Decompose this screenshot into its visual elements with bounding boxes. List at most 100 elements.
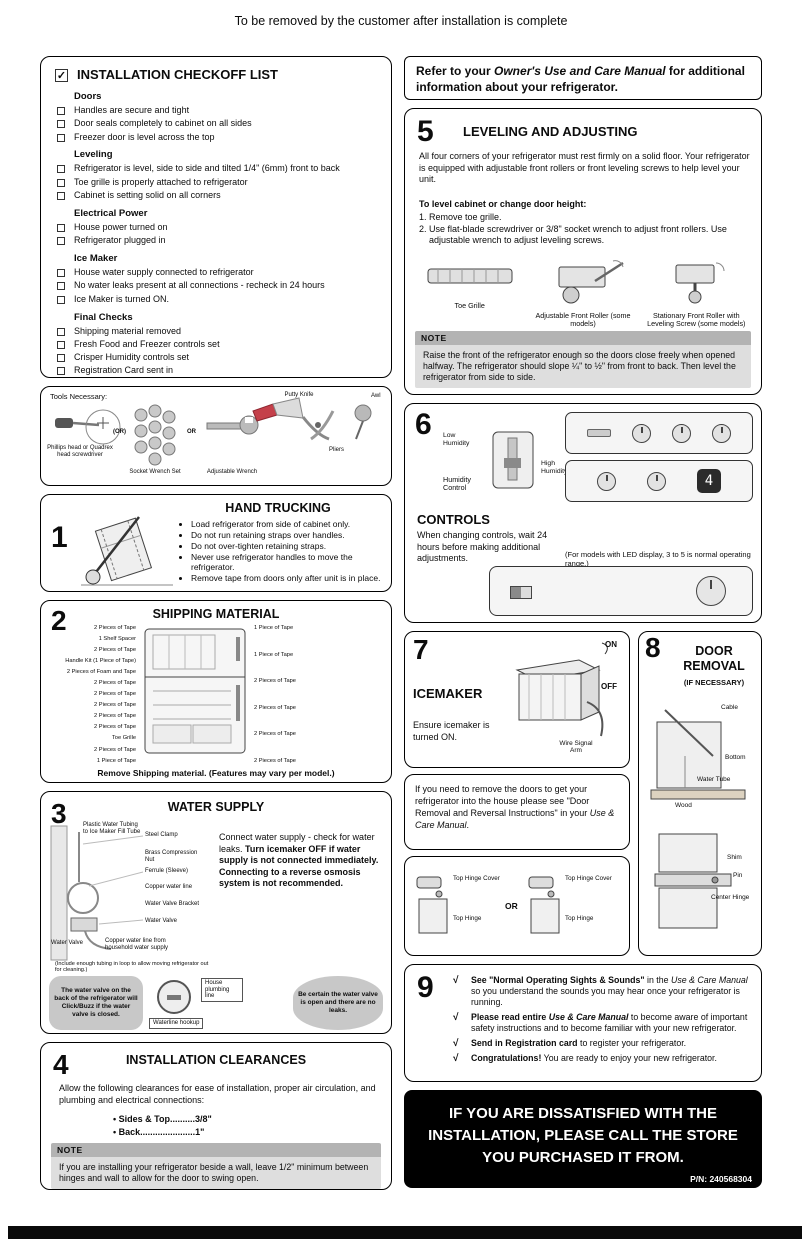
final-item: √ Send in Registration card to register … [453, 1037, 687, 1049]
control-panel-knobs [565, 412, 753, 454]
checkoff-item: Freezer door is level across the top [57, 132, 381, 143]
checkoff-item: No water leaks present at all connection… [57, 280, 381, 291]
control-panel-led: 4 [565, 460, 753, 502]
checked-checkbox-icon: ✓ [55, 68, 68, 82]
leveling-subhead: To level cabinet or change door height: [419, 199, 587, 209]
shipping-label: Handle Kit (1 Piece of Tape) [65, 658, 136, 665]
checkoff-item: Refrigerator plugged in [57, 235, 381, 246]
section-title: SHIPPING MATERIAL [152, 607, 280, 621]
led-note: (For models with LED display, 3 to 5 is … [565, 550, 751, 568]
section-1-hand-trucking: 1 HAND TRUCKING Load refrigerator from s… [40, 494, 392, 592]
diagram-label: Copper water line from household water s… [105, 938, 169, 951]
icemaker-illustration [515, 642, 608, 737]
checkbox-icon [57, 367, 65, 376]
humidity-slider-illustration [492, 431, 534, 489]
checkoff-item: Toe grille is properly attached to refri… [57, 177, 381, 188]
diagram-label: Copper water line [145, 884, 193, 890]
shipping-label: 1 Piece of Tape [96, 757, 136, 764]
note-text: Raise the front of the refrigerator enou… [415, 345, 751, 388]
cable-illustration [650, 709, 746, 800]
hinge-label: Top Hinge [453, 915, 482, 922]
clearances-bullets: • Sides & Top..........3/8" • Back......… [113, 1113, 212, 1138]
diagram-label: Cable [721, 704, 738, 711]
checkoff-item: Refrigerator is level, side to side and … [57, 164, 381, 174]
tool-label-putty: Putty Knife [284, 392, 314, 398]
checkoff-item: House water supply connected to refriger… [57, 267, 381, 278]
tool-label-pliers: Pliers [329, 447, 345, 453]
diagram-label: Pin [733, 872, 743, 879]
control-panels: 4 [565, 412, 753, 502]
section-title: HAND TRUCKING [225, 501, 331, 515]
water-supply-text: Connect water supply - check for water l… [219, 832, 379, 889]
step-number: 1 [51, 521, 68, 554]
refer-box: Refer to your Owner's Use and Care Manua… [404, 56, 762, 100]
refer-text: Refer to your Owner's Use and Care Manua… [416, 64, 745, 94]
low-humidity-label: Low Humidity [443, 432, 470, 447]
bullet: Never use refrigerator handles to move t… [191, 552, 387, 572]
tools-illustration [55, 397, 372, 466]
step-number: 4 [53, 1049, 69, 1080]
water-valve-callout: The water valve on the back of the refri… [49, 976, 143, 1030]
shipping-label: 2 Pieces of Tape [254, 731, 296, 738]
hand-truck-illustration [81, 516, 173, 586]
step-number: 8 [645, 632, 661, 663]
diagram-label: Wood [675, 802, 692, 809]
checkbox-icon [57, 178, 65, 187]
tool-label-screwdriver: Phillips head or Quadrex head screwdrive… [47, 445, 113, 458]
section-checkoff-list: ✓ INSTALLATION CHECKOFF LIST Doors Handl… [40, 56, 392, 378]
section-subtitle: (IF NECESSARY) [683, 678, 745, 687]
checkoff-item: Handles are secure and tight [57, 105, 381, 116]
clearance-bullet: • Sides & Top..........3/8" [113, 1114, 212, 1124]
shipping-label: 2 Pieces of Tape [94, 746, 136, 753]
diagram-label: Steel Clamp [145, 832, 178, 838]
checkbox-icon [57, 120, 65, 129]
stationary-roller-illustration [675, 262, 725, 304]
clearance-bullet: • Back......................1" [113, 1126, 205, 1137]
adjustable-roller-illustration [558, 260, 624, 304]
checkoff-heading: Doors [74, 91, 102, 102]
row-7-8: 7 ICEMAKER Ensure icemaker is turned ON.… [404, 631, 762, 956]
no-leaks-callout: Be certain the water valve is open and t… [293, 976, 383, 1030]
icemaker-column: 7 ICEMAKER Ensure icemaker is turned ON.… [404, 631, 630, 956]
checkbox-icon [57, 340, 65, 349]
shipping-label: 2 Pieces of Foam and Tape [66, 669, 136, 676]
dial-knob [647, 471, 666, 491]
dial-knob [712, 423, 731, 443]
part-number: P/N: 240568304 [690, 1174, 752, 1184]
door-removal-text-box: If you need to remove the doors to get y… [404, 774, 630, 850]
tool-label-wrench: Adjustable Wrench [206, 469, 258, 475]
diagram-label: Water Valve Bracket [145, 901, 200, 907]
checkoff-heading: Electrical Power [74, 207, 148, 219]
section-6-controls: 6 Low Humidity High Humidity Humidity Co… [404, 403, 762, 623]
final-item: √ See "Normal Operating Sights & Sounds"… [453, 975, 748, 1007]
checkbox-icon [57, 192, 65, 201]
checkbox-icon [57, 282, 65, 291]
tools-title: Tools Necessary: [50, 392, 108, 401]
diagram-label: Center Hinge [711, 894, 750, 901]
shipping-label: 2 Pieces of Tape [254, 678, 296, 685]
rocker-switch [510, 586, 532, 599]
bullet: Do not over-tighten retaining straps. [191, 541, 387, 551]
diagram-label: Brass Compression Nut [145, 850, 198, 863]
house-plumbing-label: House plumbing line [201, 978, 243, 1002]
checkoff-item: Registration Card sent in [57, 365, 381, 376]
checkoff-title: INSTALLATION CHECKOFF LIST [77, 67, 278, 82]
or-label: OR [505, 901, 518, 911]
clearances-intro: Allow the following clearances for ease … [59, 1083, 376, 1105]
section-title: LEVELING AND ADJUSTING [463, 124, 638, 139]
checkbox-icon [57, 165, 65, 174]
step-number: 5 [417, 115, 434, 148]
step-number: 7 [413, 634, 429, 665]
diagram-label: Plastic Water Tubing to Ice Maker Fill T… [83, 822, 141, 835]
note-text: If you are installing your refrigerator … [51, 1157, 381, 1189]
section-title: WATER SUPPLY [167, 800, 265, 814]
dial-knob-large [696, 576, 726, 606]
step-number: 6 [415, 408, 432, 441]
section-3-water-supply: 3 WATER SUPPLY Connect water supply - ch… [40, 791, 392, 1034]
tool-or-label: OR [187, 429, 196, 435]
checkoff-title-row: ✓ INSTALLATION CHECKOFF LIST [41, 57, 391, 84]
section-7-icemaker: 7 ICEMAKER Ensure icemaker is turned ON.… [404, 631, 630, 768]
diagram-label: Water Valve [51, 940, 84, 946]
diagram-label: Shim [727, 854, 742, 861]
section-8-door-removal: 8 DOOR REMOVAL (IF NECESSARY) Cable Bott… [638, 631, 762, 956]
